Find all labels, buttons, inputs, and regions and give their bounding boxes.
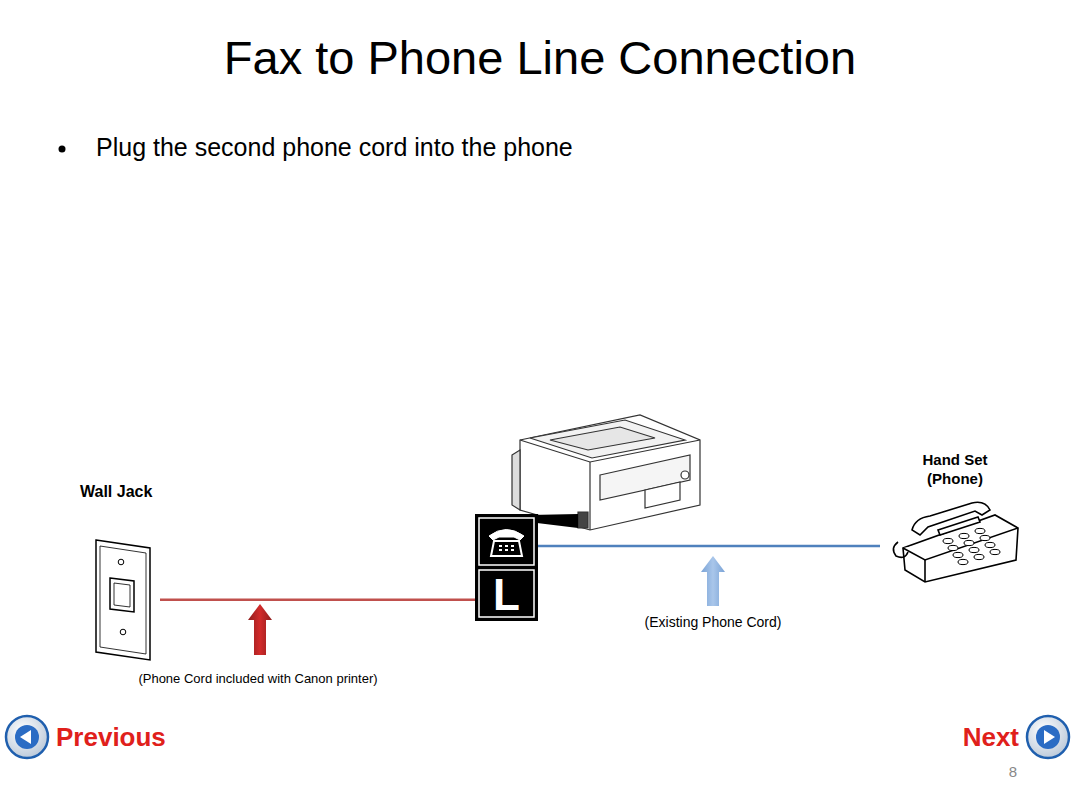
wall-plate <box>96 540 150 660</box>
printer <box>512 415 700 530</box>
node-label: Hand Set (Phone) <box>913 450 997 488</box>
cord-caption: (Phone Cord included with Canon printer) <box>138 671 377 686</box>
bullet-text: Plug the second phone cord into the phon… <box>96 133 573 162</box>
line-port: L <box>475 514 538 624</box>
telephone <box>893 502 1018 582</box>
slide-title: Fax to Phone Line Connection <box>0 30 1080 85</box>
page-number: 8 <box>1009 763 1017 780</box>
phone-cord <box>160 599 475 602</box>
handset-phone: Hand Set (Phone) <box>880 448 1030 586</box>
bullet-dot <box>59 146 66 153</box>
nav-next: Next <box>963 722 1019 753</box>
wall-jack: Wall Jack <box>80 482 160 660</box>
phone-cord <box>538 545 880 548</box>
callout-arrow <box>701 556 725 606</box>
callout-arrow <box>248 604 272 655</box>
next-button-icon <box>1027 716 1069 758</box>
port-panel <box>475 514 538 621</box>
node-label: L <box>475 570 538 620</box>
nav-previous: Previous <box>56 722 166 753</box>
node-label: Wall Jack <box>80 482 160 502</box>
cord-caption: (Existing Phone Cord) <box>645 614 782 630</box>
previous-button-icon <box>6 716 48 758</box>
